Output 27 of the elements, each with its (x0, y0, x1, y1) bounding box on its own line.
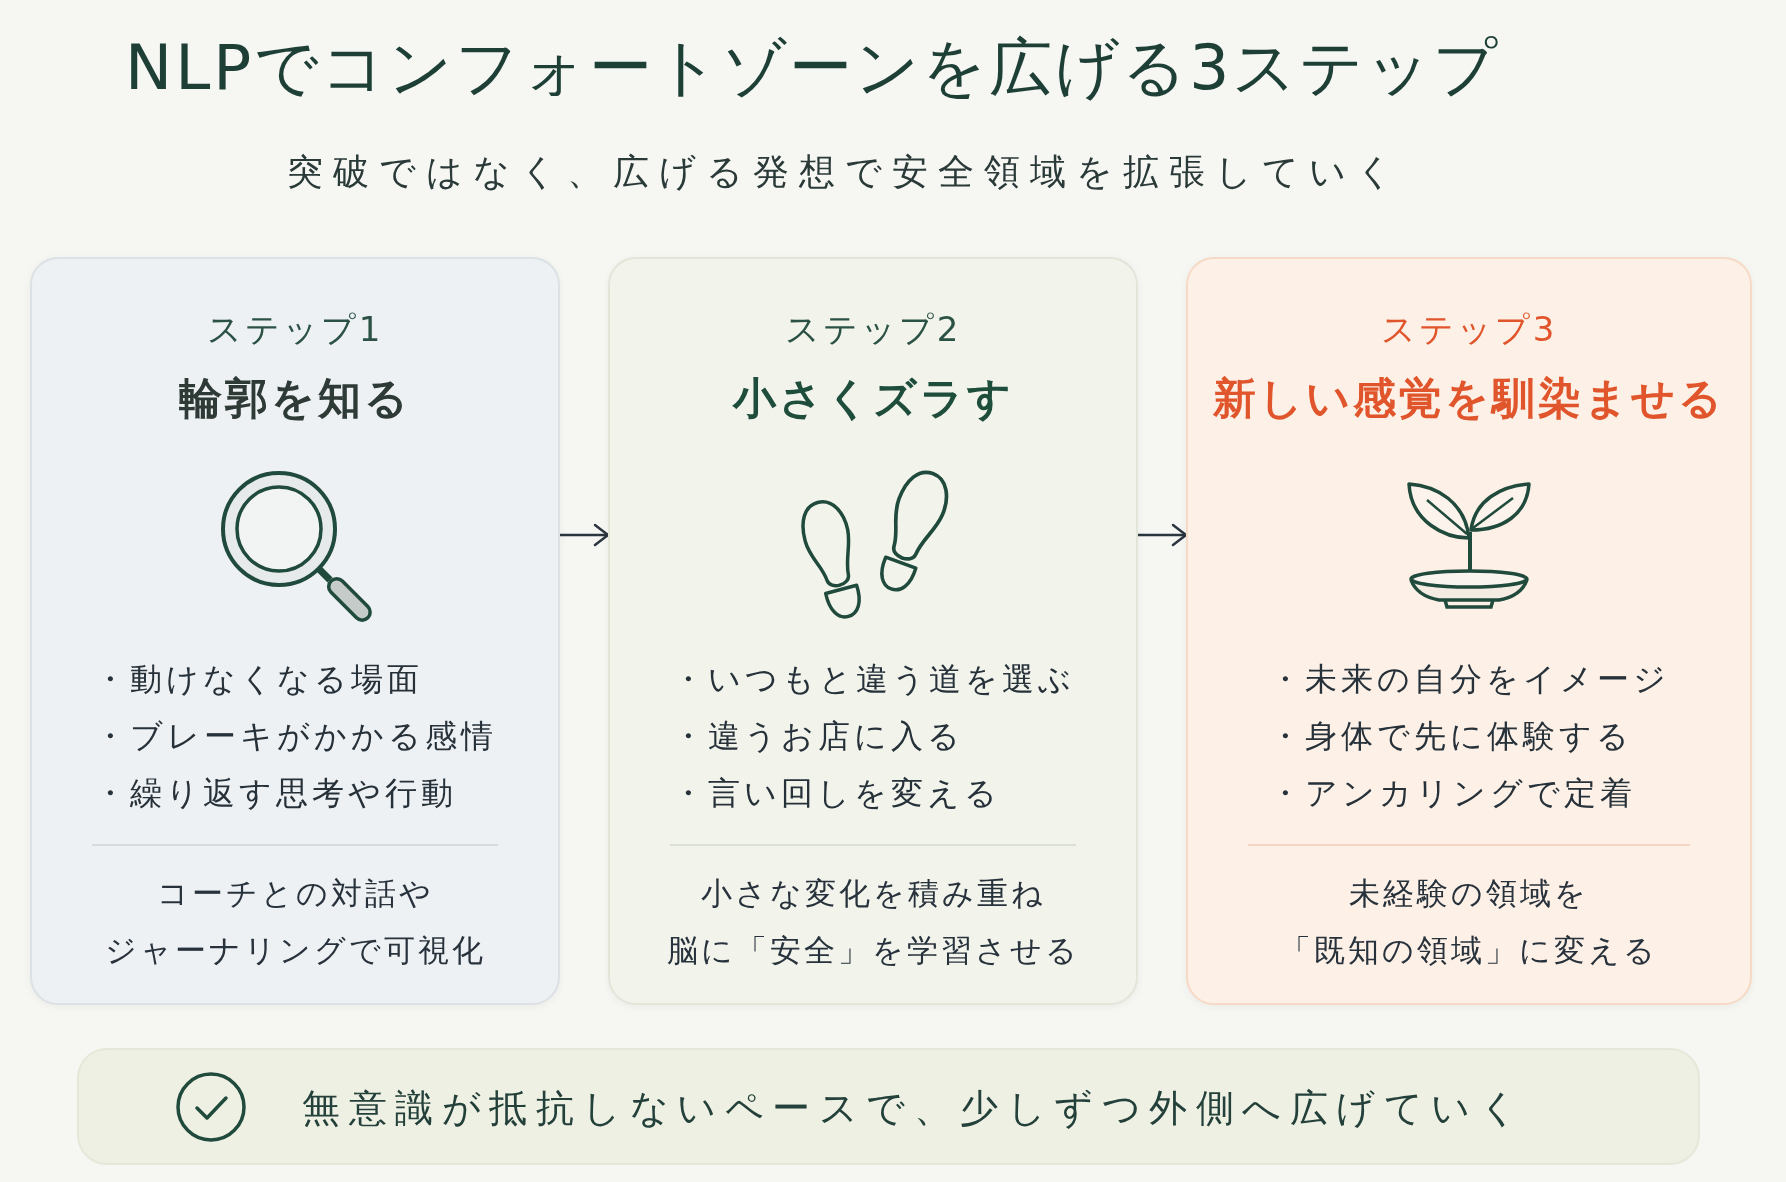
step-card (1186, 257, 1752, 1005)
bullet-item: ・動けなくなる場面 (93, 659, 423, 700)
bullet-item: ・繰り返す思考や行動 (93, 773, 457, 814)
step-card (30, 257, 560, 1005)
step-card (608, 257, 1138, 1005)
step-heading: 新しい感覚を馴染ませる (1213, 372, 1725, 425)
title: NLPでコンフォートゾーンを広げる3ステップ (125, 32, 1501, 104)
summary-banner (77, 1048, 1700, 1165)
step-note: 小さな変化を積み重ね脳に「安全」を学習させる (666, 874, 1080, 970)
step-note: コーチとの対話やジャーナリングで可視化 (104, 874, 486, 970)
summary-text: 無意識が抵抗しないペースで、少しずつ外側へ広げていく (302, 1085, 1526, 1132)
step-label: ステップ1 (206, 308, 384, 351)
subtitle: 突破ではなく、広げる発想で安全領域を拡張していく (287, 150, 1403, 194)
bullet-item: ・アンカリングで定着 (1268, 773, 1636, 814)
step-heading: 輪郭を知る (179, 372, 411, 425)
arrow (560, 523, 610, 547)
step-label: ステップ3 (1380, 308, 1558, 351)
arrow (1138, 523, 1188, 547)
step-heading: 小さくズラす (732, 372, 1014, 425)
step-label: ステップ2 (784, 308, 962, 351)
step-note: 未経験の領域を「既知の領域」に変える (1280, 874, 1658, 970)
bullet-item: ・違うお店に入る (671, 716, 964, 757)
bullet-item: ・未来の自分をイメージ (1268, 659, 1670, 700)
bullet-item: ・いつもと違う道を選ぶ (671, 659, 1075, 700)
bullet-item: ・身体で先に体験する (1268, 716, 1633, 757)
bullet-item: ・ブレーキがかかる感情 (93, 716, 497, 757)
bullet-item: ・言い回しを変える (671, 773, 1001, 814)
